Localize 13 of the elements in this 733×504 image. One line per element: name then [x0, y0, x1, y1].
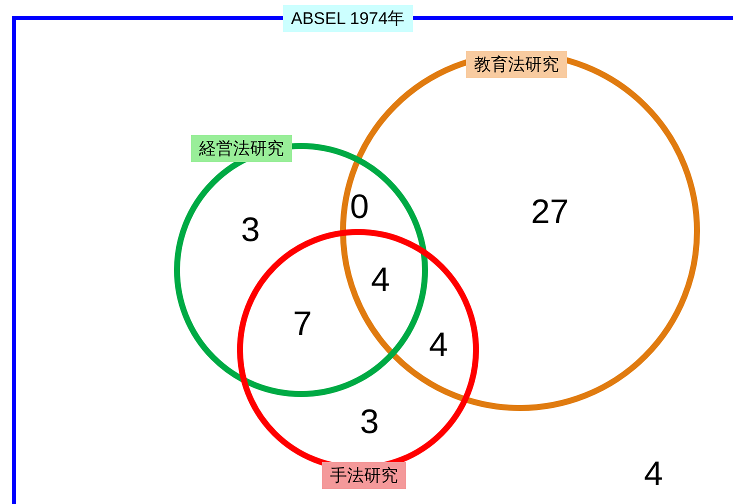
set-label: 経営法研究 — [191, 135, 292, 162]
region-count: 27 — [531, 195, 569, 229]
set-circle — [340, 51, 700, 411]
region-count: 4 — [429, 328, 448, 362]
set-label: 手法研究 — [322, 462, 406, 489]
region-count: 7 — [293, 307, 312, 341]
frame-title: ABSEL 1974年 — [283, 5, 413, 32]
region-count: 3 — [360, 405, 379, 439]
set-label: 教育法研究 — [466, 51, 567, 78]
region-count: 0 — [350, 190, 369, 224]
region-count: 3 — [241, 213, 260, 247]
region-count: 4 — [371, 263, 390, 297]
region-count: 4 — [644, 457, 663, 491]
